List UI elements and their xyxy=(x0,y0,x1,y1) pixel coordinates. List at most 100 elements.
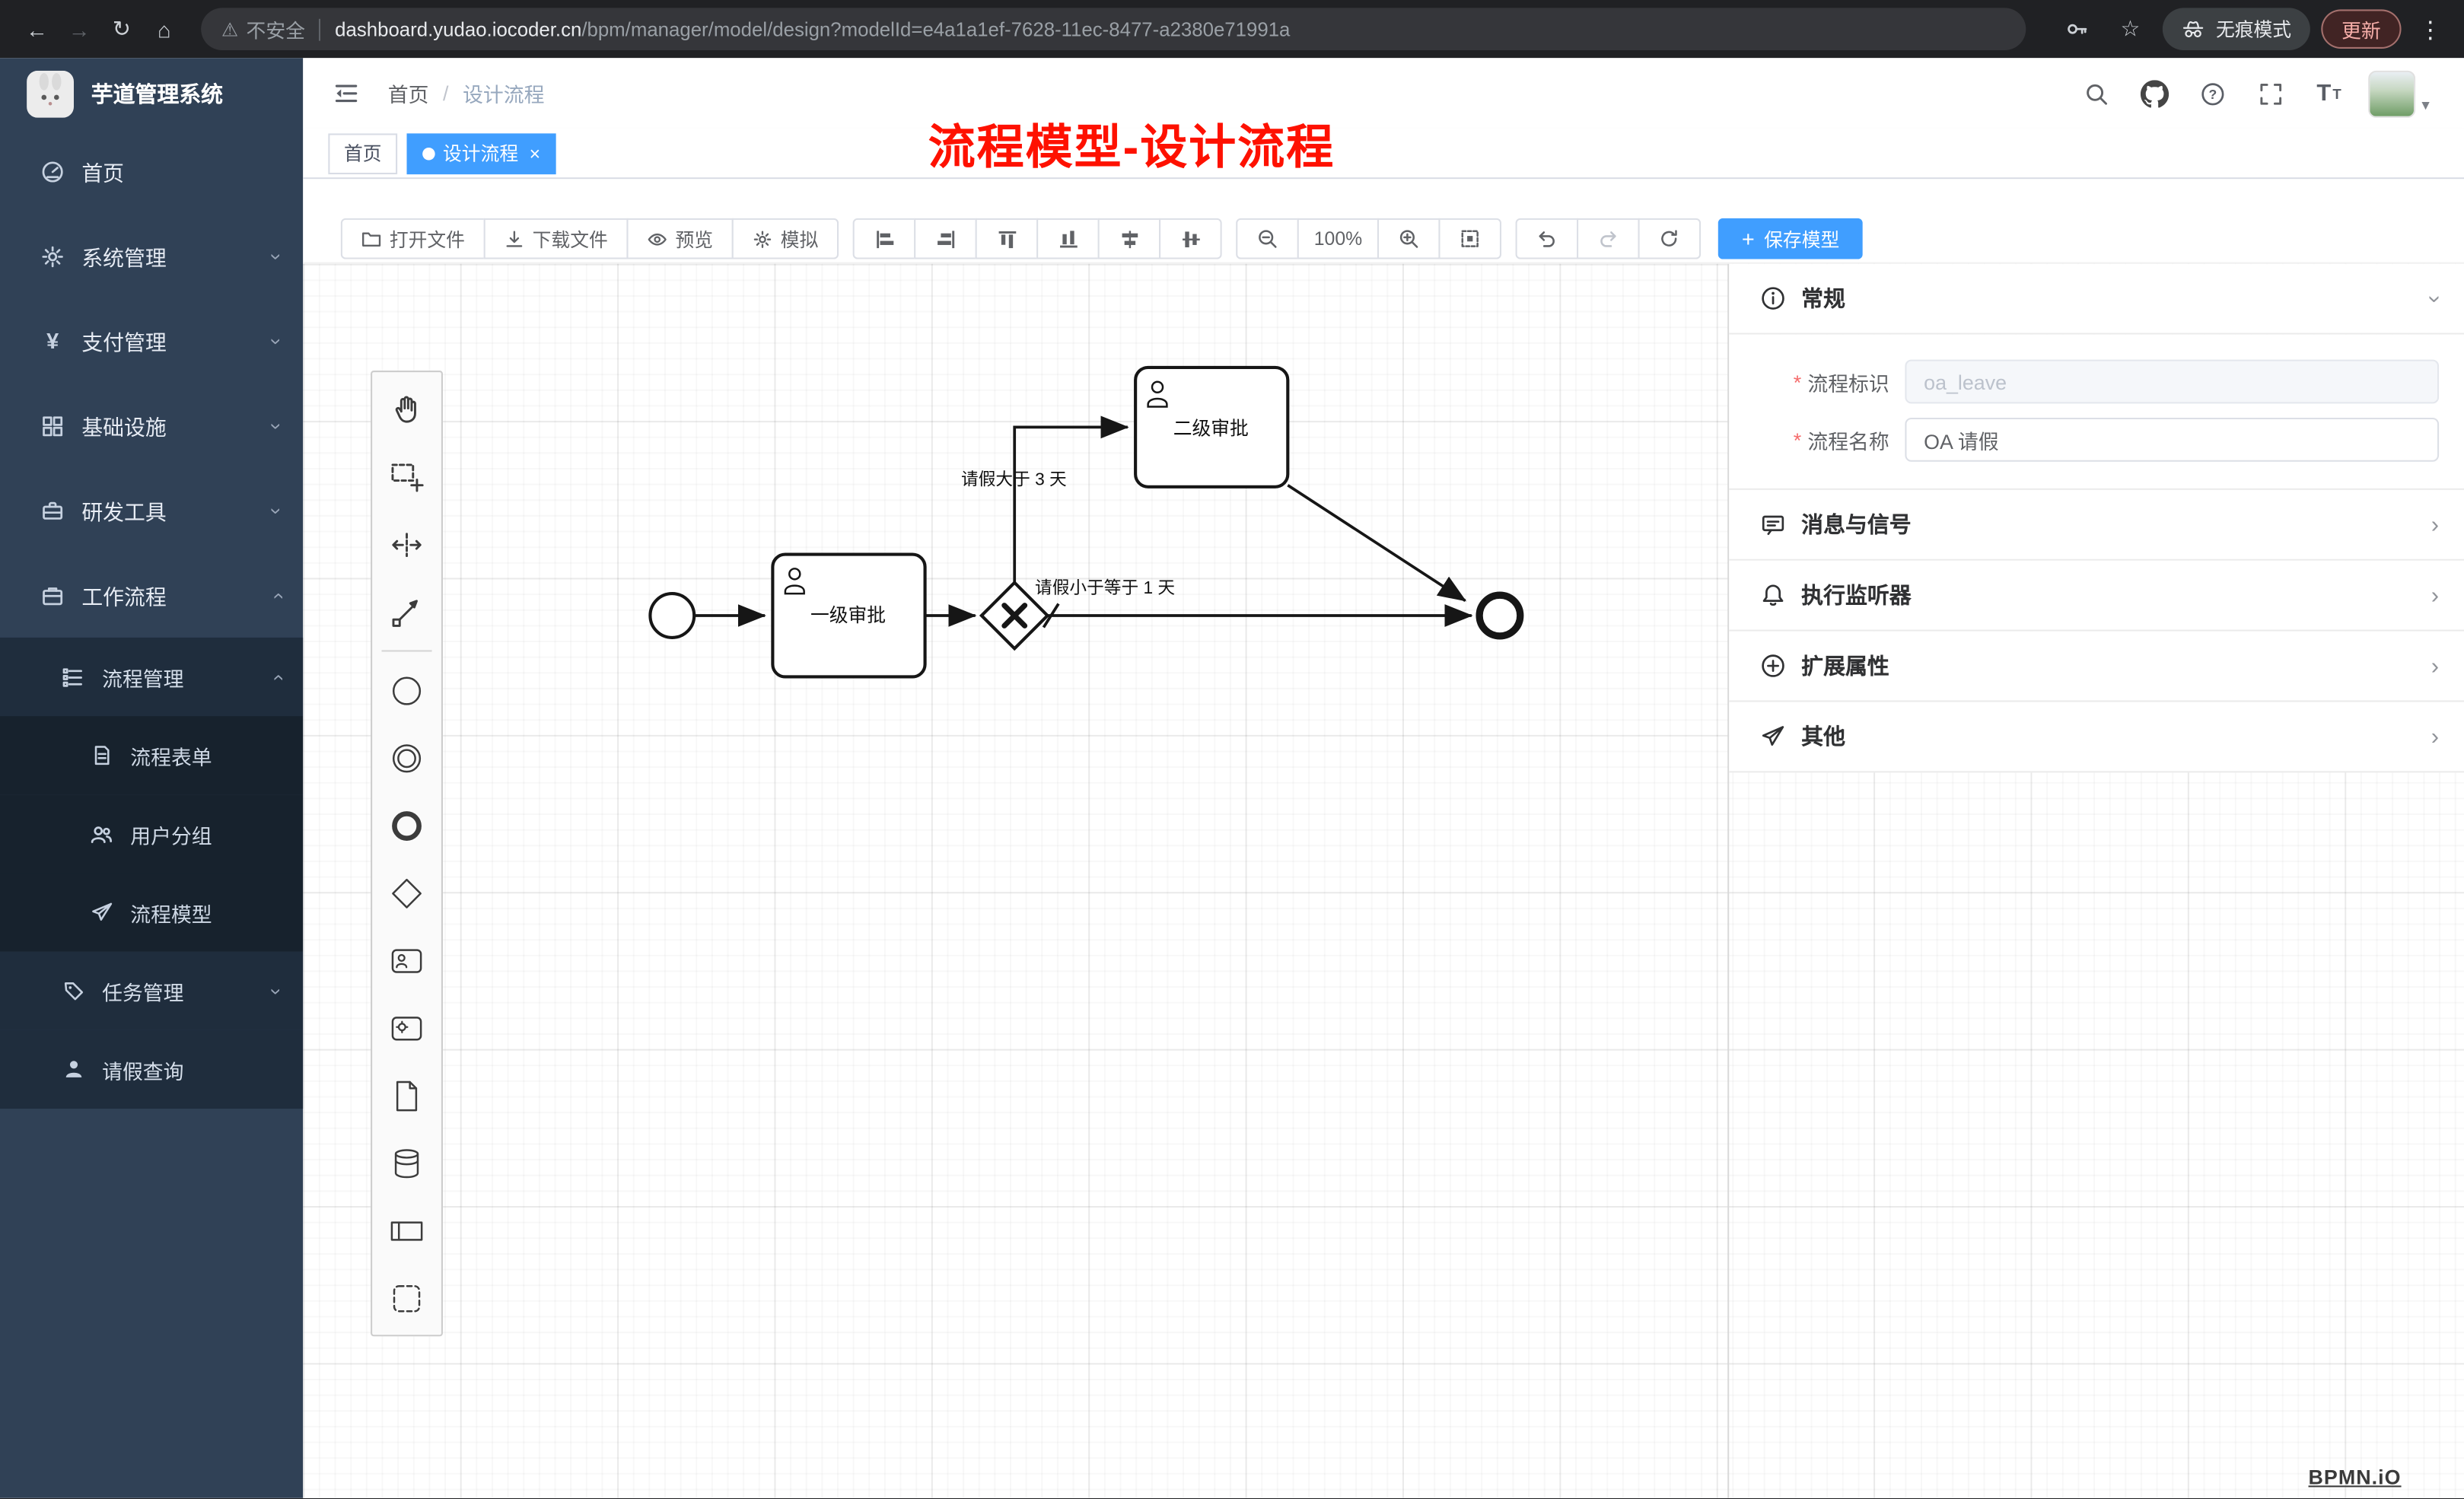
process-name-input[interactable] xyxy=(1905,417,2440,462)
create-intermediate-event[interactable] xyxy=(372,724,441,791)
folder-icon xyxy=(362,231,381,246)
address-bar[interactable]: ⚠ 不安全 dashboard.yudao.iocoder.cn/bpm/man… xyxy=(201,8,2026,51)
browser-home-button[interactable]: ⌂ xyxy=(157,16,171,42)
chevron-up-icon: › xyxy=(264,673,288,680)
hand-tool[interactable] xyxy=(372,375,441,443)
zoom-level[interactable]: 100% xyxy=(1297,218,1380,259)
chevron-down-icon: › xyxy=(264,987,288,995)
create-participant-pool[interactable] xyxy=(372,1197,441,1265)
close-icon[interactable]: × xyxy=(529,142,541,164)
sidebar-item-devtools[interactable]: 研发工具 › xyxy=(0,468,303,552)
browser-reload-button[interactable]: ↻ xyxy=(112,15,132,41)
align-middle-button[interactable] xyxy=(1159,218,1222,259)
zoom-reset-button[interactable] xyxy=(1438,218,1502,259)
task-level1-approve[interactable]: 一级审批 xyxy=(771,552,927,679)
space-tool[interactable] xyxy=(372,511,441,578)
sidebar-item-process-form[interactable]: 流程表单 xyxy=(0,716,304,795)
password-key-icon[interactable] xyxy=(2055,8,2098,50)
create-datastore[interactable] xyxy=(372,1129,441,1197)
align-left-button[interactable] xyxy=(852,218,916,259)
align-right-button[interactable] xyxy=(914,218,977,259)
align-center-button[interactable] xyxy=(1097,218,1161,259)
github-icon[interactable] xyxy=(2136,75,2174,113)
create-end-event[interactable] xyxy=(372,791,441,859)
open-file-button[interactable]: 打开文件 xyxy=(340,218,485,259)
button-label: 下载文件 xyxy=(532,228,608,251)
save-model-button[interactable]: + 保存模型 xyxy=(1717,218,1864,259)
flow-gateway-to-task2[interactable] xyxy=(1013,415,1129,583)
zoom-out-button[interactable] xyxy=(1236,218,1299,259)
create-user-task[interactable] xyxy=(372,927,441,995)
align-bottom-button[interactable] xyxy=(1036,218,1100,259)
bpmn-canvas[interactable]: 一级审批 xyxy=(303,263,2464,1498)
sidebar-item-process-model[interactable]: 流程模型 xyxy=(0,873,304,952)
create-document[interactable] xyxy=(372,1061,441,1129)
tab-label: 设计流程 xyxy=(443,142,519,165)
sidebar-item-user-group[interactable]: 用户分组 xyxy=(0,794,304,874)
send-icon xyxy=(1762,726,1784,746)
sidebar-item-label: 系统管理 xyxy=(81,247,167,270)
global-connect-tool[interactable] xyxy=(372,578,441,645)
sidebar-item-process-management[interactable]: 流程管理 › xyxy=(0,637,304,717)
bell-icon xyxy=(1762,584,1784,606)
browser-forward-button[interactable]: → xyxy=(68,16,91,42)
sidebar-collapse-icon[interactable] xyxy=(326,75,365,113)
browser-back-button[interactable]: ← xyxy=(26,16,48,42)
condition-label-gt3[interactable]: 请假大于 3 天 xyxy=(961,469,1067,489)
simulate-button[interactable]: 模拟 xyxy=(731,218,839,259)
section-general[interactable]: 常规 › xyxy=(1729,263,2464,335)
process-key-input[interactable] xyxy=(1905,359,2440,404)
align-top-button[interactable] xyxy=(975,218,1039,259)
download-file-button[interactable]: 下载文件 xyxy=(483,218,629,259)
avatar[interactable] xyxy=(2368,69,2416,117)
undo-button[interactable] xyxy=(1515,218,1579,259)
process-name-label: *流程名称 xyxy=(1793,428,1889,454)
section-other[interactable]: 其他 › xyxy=(1729,702,2464,773)
sidebar-item-infrastructure[interactable]: 基础设施 › xyxy=(0,384,303,468)
zoom-in-button[interactable] xyxy=(1377,218,1441,259)
sidebar-item-leave-query[interactable]: 请假查询 xyxy=(0,1030,304,1109)
sidebar-item-workflow[interactable]: 工作流程 › xyxy=(0,552,303,637)
create-group[interactable] xyxy=(372,1264,441,1332)
section-execution-listener[interactable]: 执行监听器 › xyxy=(1729,560,2464,632)
bpmn-io-watermark[interactable]: BPMN.iO xyxy=(2308,1465,2402,1489)
help-icon[interactable]: ? xyxy=(2194,75,2232,113)
browser-menu-icon[interactable]: ⋮ xyxy=(2418,16,2443,43)
redo-button[interactable] xyxy=(1577,218,1640,259)
fullscreen-icon[interactable] xyxy=(2252,75,2290,113)
caret-down-icon: ▾ xyxy=(2421,96,2430,114)
chrome-update-button[interactable]: 更新 xyxy=(2321,9,2402,49)
flow-task2-to-end[interactable] xyxy=(1287,484,1467,602)
end-event[interactable] xyxy=(1476,591,1524,640)
sidebar-item-home[interactable]: 首页 xyxy=(0,129,303,213)
breadcrumb-home[interactable]: 首页 xyxy=(387,83,429,107)
condition-label-le1[interactable]: 请假小于等于 1 天 xyxy=(1035,578,1175,597)
search-icon[interactable] xyxy=(2077,75,2115,113)
create-start-event[interactable] xyxy=(372,657,441,724)
svg-text:二级审批: 二级审批 xyxy=(1173,419,1249,440)
create-gateway[interactable] xyxy=(372,859,441,927)
sidebar-item-payment[interactable]: ¥ 支付管理 › xyxy=(0,298,303,383)
start-event[interactable] xyxy=(648,592,696,639)
create-service-task[interactable] xyxy=(372,994,441,1061)
task-level2-approve[interactable]: 二级审批 xyxy=(1134,365,1290,489)
sidebar-item-task-management[interactable]: 任务管理 › xyxy=(0,951,304,1030)
bpmn-diagram[interactable]: 一级审批 xyxy=(303,264,2464,1498)
user-menu[interactable]: ▾ xyxy=(2368,69,2430,117)
app-logo[interactable]: 芋道管理系统 xyxy=(0,58,303,129)
section-extended-attrs[interactable]: 扩展属性 › xyxy=(1729,631,2464,702)
tab-home[interactable]: 首页 xyxy=(328,132,398,174)
sidebar-item-system[interactable]: 系统管理 › xyxy=(0,214,303,298)
lasso-tool[interactable] xyxy=(372,443,441,511)
sidebar-item-label: 用户分组 xyxy=(130,823,212,848)
preview-button[interactable]: 预览 xyxy=(626,218,734,259)
refresh-button[interactable] xyxy=(1638,218,1702,259)
palette-separator xyxy=(381,650,432,652)
users-icon xyxy=(88,822,115,845)
section-message-signal[interactable]: 消息与信号 › xyxy=(1729,489,2464,561)
grid-icon xyxy=(40,414,66,438)
bookmark-star-icon[interactable]: ☆ xyxy=(2120,15,2141,41)
exclusive-gateway[interactable] xyxy=(979,580,1050,651)
tab-design-process[interactable]: 设计流程 × xyxy=(406,132,556,174)
